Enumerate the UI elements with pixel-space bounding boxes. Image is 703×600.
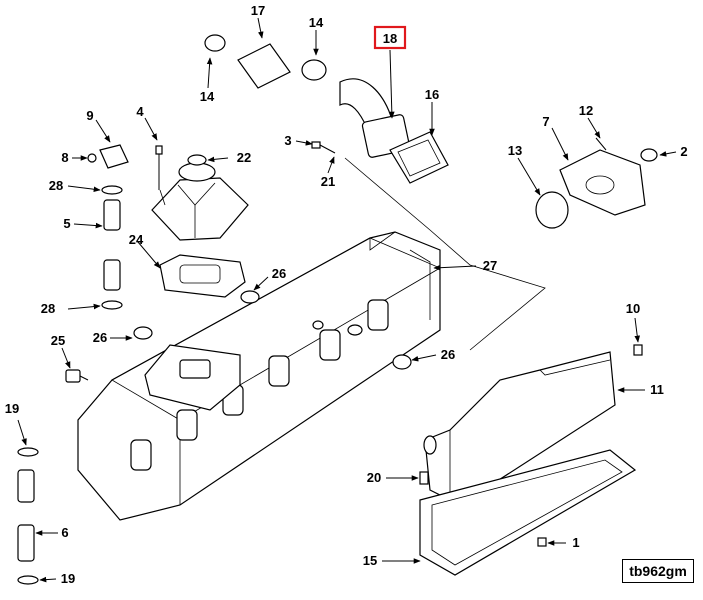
callout-14: 14 xyxy=(200,89,215,104)
callout-17: 17 xyxy=(251,3,265,18)
fitting-10-part xyxy=(633,344,643,356)
callout-13: 13 xyxy=(508,143,522,158)
callout-28: 28 xyxy=(49,178,63,193)
manifold-outlet-flange-part xyxy=(144,344,241,411)
callout-26: 26 xyxy=(93,330,107,345)
callout-labels: 17 14 14 18 16 12 7 13 2 9 4 3 21 8 22 2… xyxy=(5,3,688,586)
exhaust-pipe-assembly-part xyxy=(204,34,411,158)
thermostat-housing-part xyxy=(535,137,658,229)
callout-5: 5 xyxy=(63,216,70,231)
callout-15: 15 xyxy=(363,553,377,568)
callout-21: 21 xyxy=(321,174,335,189)
callout-16: 16 xyxy=(425,87,439,102)
elbow-adapter-part xyxy=(151,162,249,241)
callout-8: 8 xyxy=(61,150,68,165)
elbow-fitting-9-part xyxy=(87,144,129,169)
fitting-25-part xyxy=(65,369,89,383)
callout-6: 6 xyxy=(61,525,68,540)
callout-20: 20 xyxy=(367,470,381,485)
figure-reference-id: tb962gm xyxy=(622,559,694,583)
callout-14: 14 xyxy=(309,15,324,30)
callout-10: 10 xyxy=(626,301,640,316)
bolt-1-part xyxy=(537,537,547,547)
callout-26: 26 xyxy=(441,347,455,362)
callout-7: 7 xyxy=(542,114,549,129)
leader-lines xyxy=(17,17,677,583)
plug-26-part xyxy=(133,326,153,340)
bolt-20-part xyxy=(419,471,429,485)
callout-18: 18 xyxy=(383,31,397,46)
callout-4: 4 xyxy=(136,104,144,119)
callout-1: 1 xyxy=(572,535,579,550)
callout-27: 27 xyxy=(483,258,497,273)
callout-28: 28 xyxy=(41,301,55,316)
callout-12: 12 xyxy=(579,103,593,118)
highlight-box-18 xyxy=(373,25,407,50)
callout-19: 19 xyxy=(5,401,19,416)
hose-assembly-far-left-part xyxy=(17,447,39,585)
callout-24: 24 xyxy=(129,232,144,247)
plug-26-part xyxy=(240,290,260,304)
hose-assembly-left-part xyxy=(101,185,123,310)
cooler-gasket-part xyxy=(419,449,637,576)
gasket-24-part xyxy=(159,254,246,298)
bolt-3-part xyxy=(311,141,336,154)
callout-11: 11 xyxy=(650,382,664,397)
exhaust-manifold-part xyxy=(77,231,441,521)
callout-2: 2 xyxy=(680,144,687,159)
callout-25: 25 xyxy=(51,333,65,348)
callout-3: 3 xyxy=(284,133,291,148)
callout-9: 9 xyxy=(86,108,93,123)
callout-19: 19 xyxy=(61,571,75,586)
plug-22-part xyxy=(187,154,207,166)
gasket-16-part xyxy=(389,131,449,184)
bolt-4-part xyxy=(155,145,163,190)
plug-26-part xyxy=(392,354,412,370)
callout-22: 22 xyxy=(237,150,251,165)
callout-26: 26 xyxy=(272,266,286,281)
